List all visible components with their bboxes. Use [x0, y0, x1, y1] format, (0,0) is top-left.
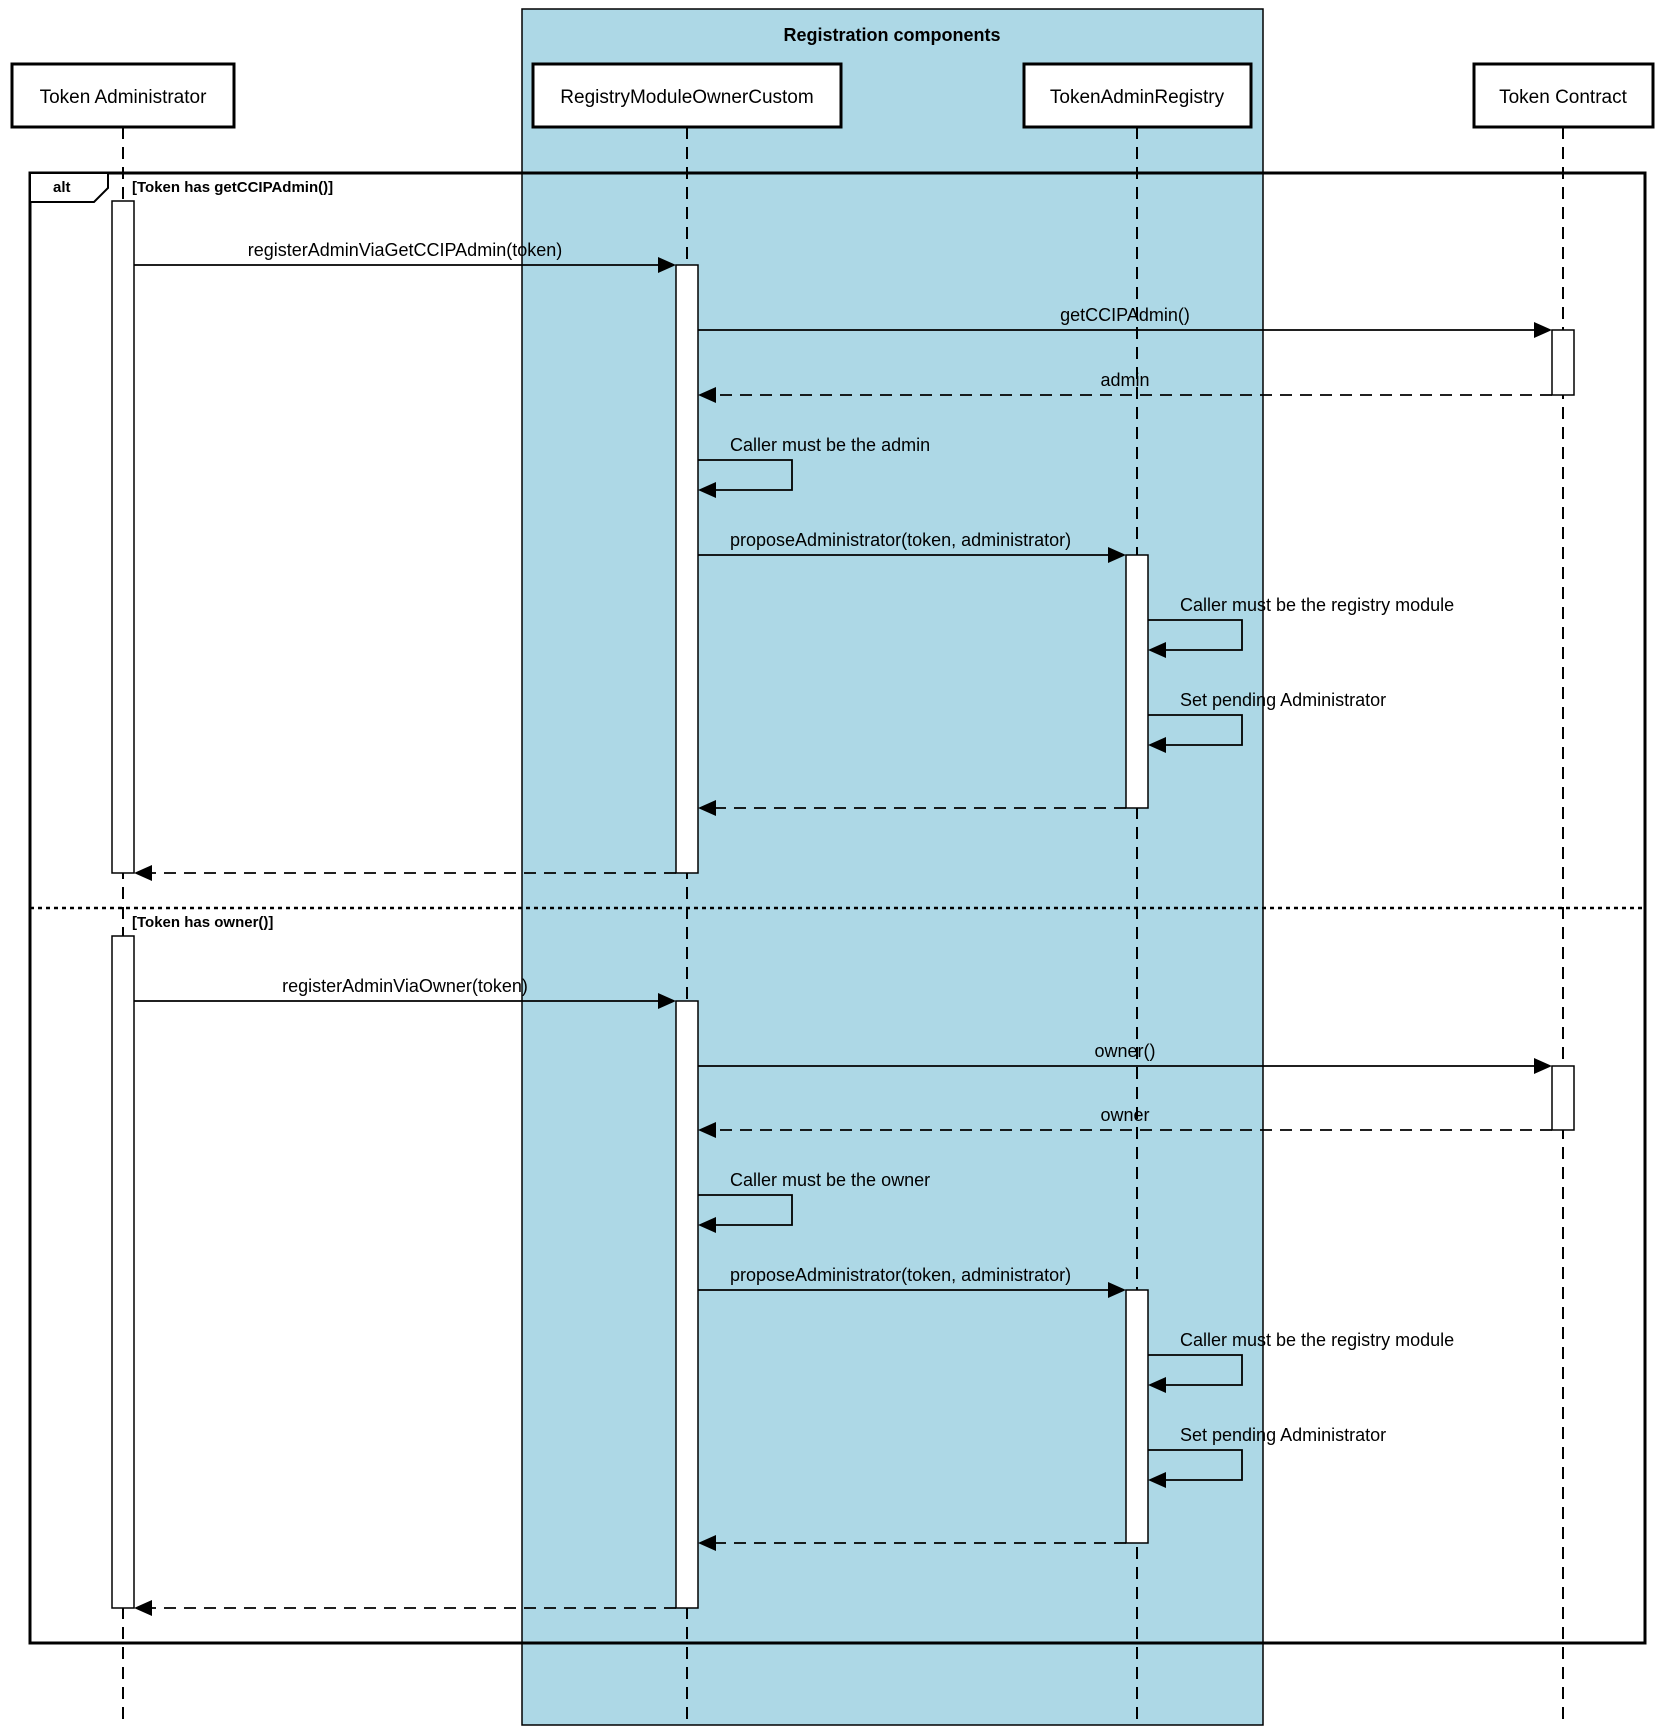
message-label: Set pending Administrator [1180, 1425, 1386, 1445]
activation-bar [1125, 1289, 1149, 1544]
participant-label: Token Contract [1499, 87, 1628, 108]
message-return-from-registry-2 [698, 1535, 1126, 1551]
participant-token-contract: Token Contract [1472, 62, 1655, 129]
arrow-head-icon [1148, 642, 1166, 658]
message-self-caller-must-be-owner: Caller must be the owner [698, 1170, 930, 1233]
message-register-admin-via-owner: registerAdminViaOwner(token) [134, 976, 676, 1009]
arrow-head-icon [1108, 1282, 1126, 1298]
participant-box [531, 62, 843, 129]
message-label: Caller must be the registry module [1180, 1330, 1454, 1350]
message-label: getCCIPAdmin() [1060, 305, 1190, 325]
alt-guard-1: [Token has getCCIPAdmin()] [132, 179, 333, 196]
message-self-set-pending-administrator: Set pending Administrator [1148, 690, 1386, 753]
message-return-admin: admin [698, 370, 1552, 403]
message-return-to-administrator-2 [134, 1600, 676, 1616]
participant-box [1022, 62, 1253, 129]
message-self-caller-must-be-registry-module-2: Caller must be the registry module [1148, 1330, 1454, 1393]
arrow-head-icon [658, 993, 676, 1009]
alt-guard-2: [Token has owner()] [132, 914, 273, 931]
arrow-head-icon [1148, 1472, 1166, 1488]
message-propose-administrator-2: proposeAdministrator(token, administrato… [698, 1265, 1126, 1298]
arrow-head-icon [658, 257, 676, 273]
message-label: Set pending Administrator [1180, 690, 1386, 710]
message-label: proposeAdministrator(token, administrato… [730, 530, 1071, 550]
alt-fragment: alt [Token has getCCIPAdmin()] [Token ha… [28, 171, 1647, 1645]
arrow-head-icon [698, 1122, 716, 1138]
message-self-caller-must-be-admin: Caller must be the admin [698, 435, 930, 498]
activation-bar [111, 935, 135, 1609]
participant-box [10, 62, 236, 129]
arrow-head-icon [698, 387, 716, 403]
arrow-head-icon [698, 1535, 716, 1551]
message-self-set-pending-administrator-2: Set pending Administrator [1148, 1425, 1386, 1488]
message-label: Caller must be the owner [730, 1170, 930, 1190]
activation-bar [675, 264, 699, 874]
alt-operator-tab [29, 172, 109, 203]
message-propose-administrator: proposeAdministrator(token, administrato… [698, 530, 1126, 563]
participant-label: TokenAdminRegistry [1050, 87, 1225, 108]
arrow-head-icon [134, 1600, 152, 1616]
message-return-from-registry [698, 800, 1126, 816]
message-register-admin-via-get-ccip-admin: registerAdminViaGetCCIPAdmin(token) [134, 240, 676, 273]
group-background [521, 8, 1264, 1726]
arrow-head-icon [698, 1217, 716, 1233]
message-self-caller-must-be-registry-module: Caller must be the registry module [1148, 595, 1454, 658]
activation-bar [1551, 1065, 1575, 1131]
registration-components-group: Registration components [521, 8, 1264, 1726]
message-label: Caller must be the registry module [1180, 595, 1454, 615]
participant-label: RegistryModuleOwnerCustom [560, 87, 813, 108]
alt-operator: alt [53, 179, 71, 196]
arrow-head-icon [1148, 1377, 1166, 1393]
message-label: admin [1100, 370, 1149, 390]
message-owner-call: owner() [698, 1041, 1552, 1074]
group-title: Registration components [783, 25, 1000, 45]
participant-label: Token Administrator [40, 87, 208, 108]
activations [111, 200, 1575, 1609]
message-label: proposeAdministrator(token, administrato… [730, 1265, 1071, 1285]
arrow-head-icon [1108, 547, 1126, 563]
activation-bar [1125, 554, 1149, 809]
message-label: Caller must be the admin [730, 435, 930, 455]
message-label: owner [1100, 1105, 1149, 1125]
message-return-to-administrator [134, 865, 676, 881]
activation-bar [1551, 329, 1575, 396]
activation-bar [675, 1000, 699, 1609]
message-return-owner: owner [698, 1105, 1552, 1138]
arrow-head-icon [698, 800, 716, 816]
arrow-head-icon [1148, 737, 1166, 753]
arrow-head-icon [1534, 322, 1552, 338]
participant-token-administrator: Token Administrator [10, 62, 236, 129]
arrow-head-icon [698, 482, 716, 498]
participant-registry-module-owner-custom: RegistryModuleOwnerCustom [531, 62, 843, 129]
participant-box [1472, 62, 1655, 129]
activation-bar [111, 200, 135, 874]
participant-token-admin-registry: TokenAdminRegistry [1022, 62, 1253, 129]
message-label: registerAdminViaOwner(token) [282, 976, 528, 996]
arrow-head-icon [1534, 1058, 1552, 1074]
message-get-ccip-admin: getCCIPAdmin() [698, 305, 1552, 338]
arrow-head-icon [134, 865, 152, 881]
message-label: owner() [1094, 1041, 1155, 1061]
message-label: registerAdminViaGetCCIPAdmin(token) [248, 240, 562, 260]
